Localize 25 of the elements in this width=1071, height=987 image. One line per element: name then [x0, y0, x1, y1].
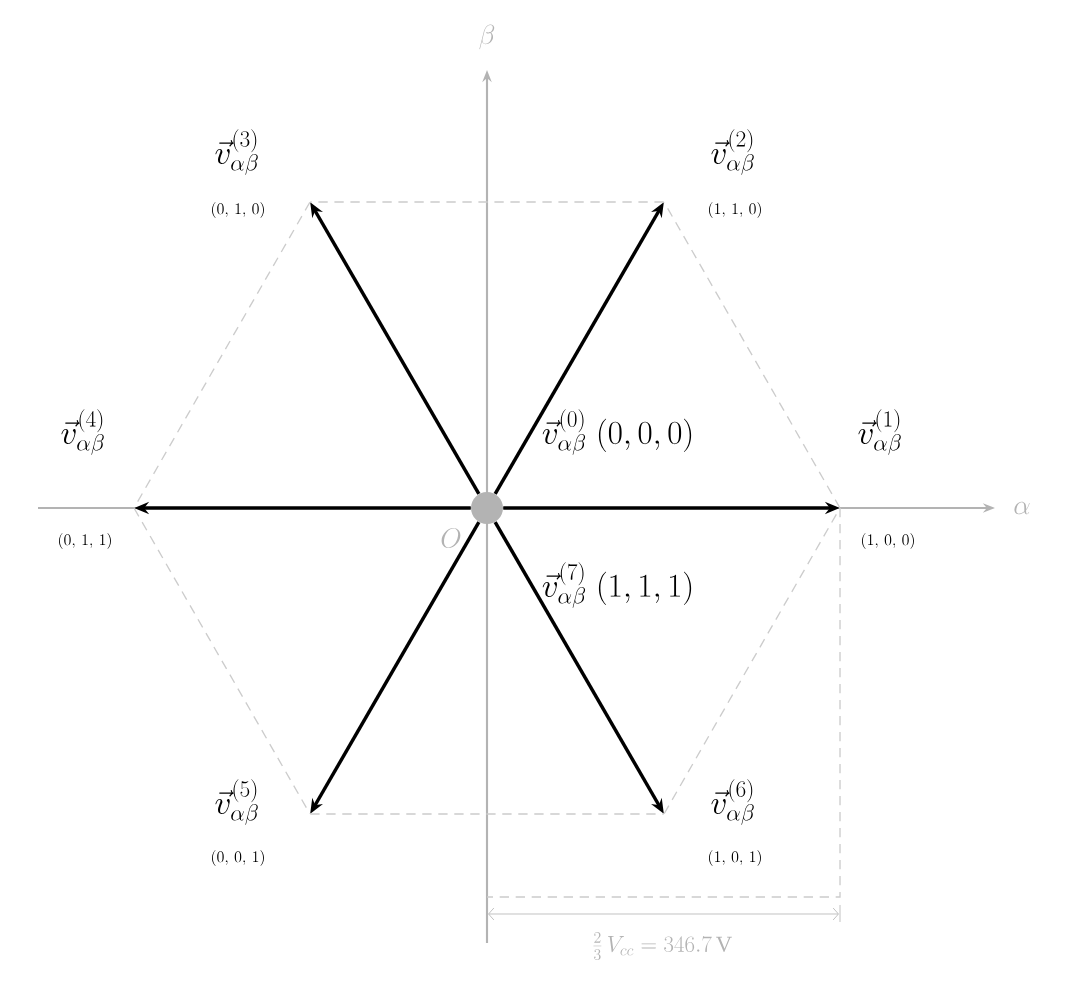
vector-label: $\vec{v}_{\alpha\beta}^{(7)}\;(1,1,1)$ — [542, 562, 692, 608]
vector-label: $\vec{v}_{\alpha\beta}^{(0)}\;(0,0,0)$ — [542, 409, 692, 455]
vector-label: $\vec{v}_{\alpha\beta}^{(5)}$ — [215, 779, 258, 825]
state-label: $(0,\,1,\,1)$ — [59, 533, 111, 549]
origin-dot — [471, 492, 503, 524]
guide-line — [133, 507, 311, 815]
guide-line — [663, 201, 841, 509]
guide-line — [309, 201, 665, 203]
axis-label: $\alpha$ — [1014, 501, 1030, 515]
state-label: $(1,\,0,\,0)$ — [862, 533, 914, 549]
vector-label: $\vec{v}_{\alpha\beta}^{(3)}$ — [215, 129, 258, 175]
vector-label: $\vec{v}_{\alpha\beta}^{(1)}$ — [858, 409, 901, 455]
state-label: $(0,\,1,\,0)$ — [212, 202, 264, 218]
guide-line — [309, 813, 665, 815]
state-label: $(0,\,0,\,1)$ — [212, 850, 264, 866]
state-label: $(1,\,1,\,0)$ — [709, 202, 761, 218]
vector-label: $\vec{v}_{\alpha\beta}^{(6)}$ — [711, 779, 754, 825]
vector-label: $\vec{v}_{\alpha\beta}^{(2)}$ — [711, 129, 754, 175]
dimension-label: $\frac{2}{3}\,V_{cc} = 346.7\,\mathrm{V}$ — [593, 932, 732, 960]
guide-line — [133, 201, 311, 509]
vector-label: $\vec{v}_{\alpha\beta}^{(4)}$ — [61, 409, 104, 455]
axis-label: $\beta$ — [479, 24, 495, 50]
origin-label: $O$ — [441, 528, 461, 549]
state-label: $(1,\,0,\,1)$ — [709, 850, 761, 866]
guide-line — [663, 507, 841, 815]
